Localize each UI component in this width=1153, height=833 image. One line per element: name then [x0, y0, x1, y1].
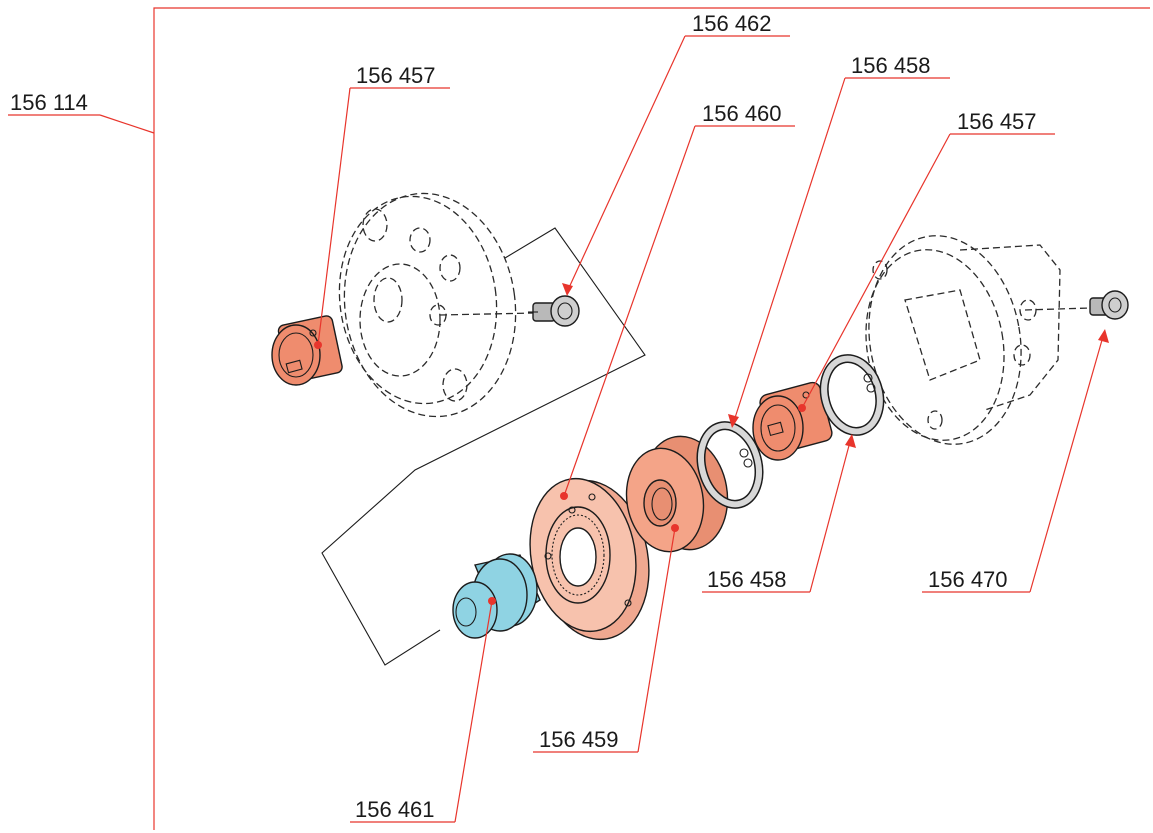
label-cam-right: 156 457 [957, 109, 1037, 134]
label-bushing: 156 461 [355, 797, 435, 822]
screw-left [528, 295, 580, 327]
assembly-bracket [8, 7, 1150, 830]
bushing [452, 553, 541, 639]
leader-lines [317, 35, 1109, 823]
plate [529, 477, 650, 641]
label-screw-right: 156 470 [928, 567, 1008, 592]
label-screw-left: 156 462 [692, 11, 772, 36]
label-ring-lower: 156 458 [707, 567, 787, 592]
label-assembly: 156 114 [10, 90, 88, 115]
cam-right [752, 381, 833, 461]
washer [625, 435, 729, 553]
cam-left [271, 315, 343, 386]
explode-envelope [321, 227, 646, 666]
left-flange-ghost [338, 192, 536, 418]
right-flange-ghost [865, 235, 1091, 445]
ring-lower [819, 354, 885, 436]
ring-upper [696, 421, 764, 509]
screw-right [1089, 290, 1129, 320]
label-plate: 156 460 [702, 101, 782, 126]
label-ring-upper: 156 458 [851, 53, 931, 78]
label-cam-left: 156 457 [356, 63, 436, 88]
label-washer: 156 459 [539, 727, 619, 752]
